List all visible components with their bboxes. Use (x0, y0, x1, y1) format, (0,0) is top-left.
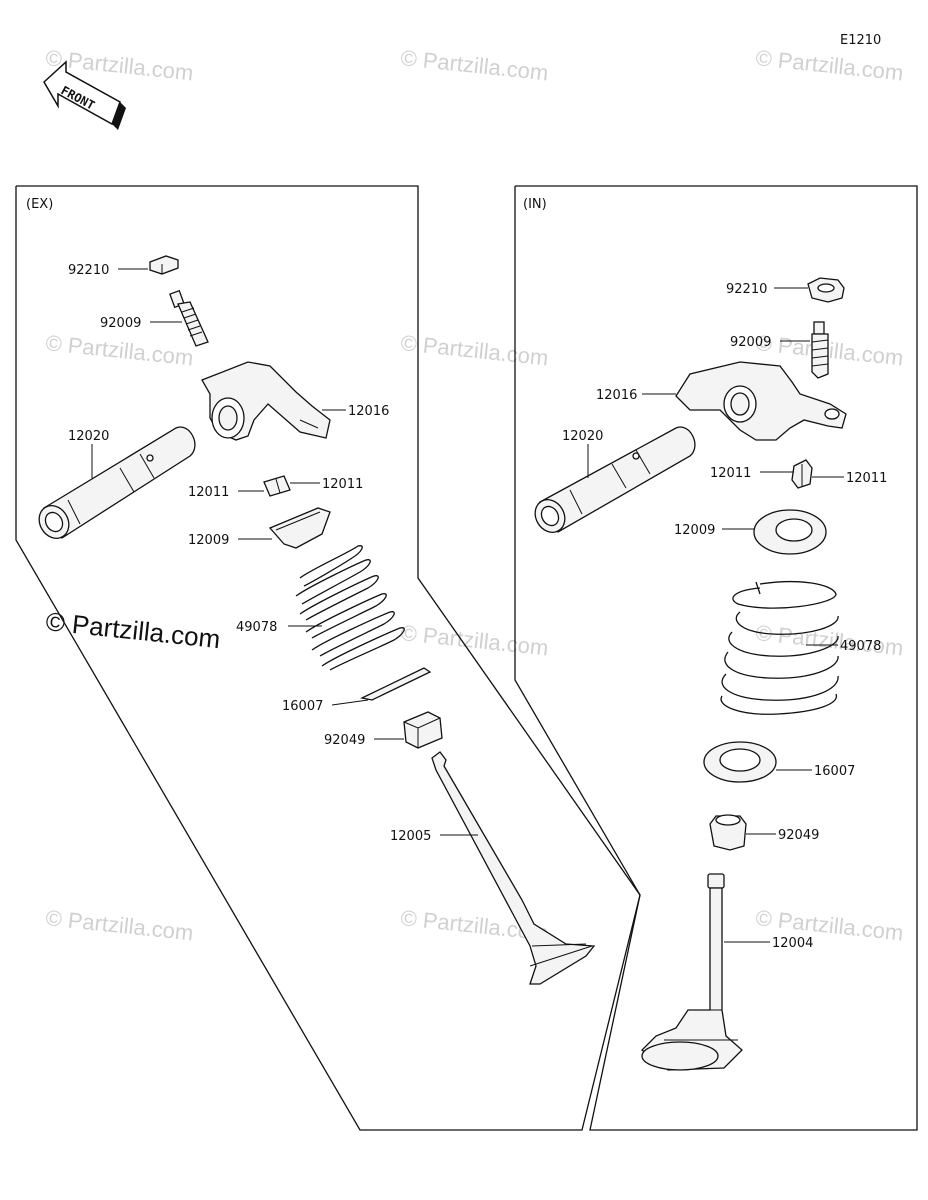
in-seat-label: 16007 (814, 764, 855, 779)
in-shaft-label: 12020 (562, 429, 603, 444)
in-spring-part (720, 580, 839, 715)
ex-nut-part (149, 255, 179, 275)
ex-seal-label: 92049 (324, 733, 365, 748)
ex-cotter-part (263, 475, 291, 497)
diagram-code: E1210 (840, 33, 881, 48)
ex-valve-part (431, 751, 596, 985)
watermark: © Partzilla.com (44, 330, 194, 370)
in-retainer-part (753, 509, 827, 555)
in-screw-label: 92009 (730, 335, 771, 350)
ex-shaft-label: 12020 (68, 429, 109, 444)
ex-retainer-part (268, 507, 331, 549)
in-shaft-part (534, 426, 696, 533)
watermark: © Partzilla.com (754, 45, 904, 85)
ex-seat-label: 16007 (282, 699, 323, 714)
in-retainer-label: 12009 (674, 523, 715, 538)
ex-spring-label: 49078 (236, 620, 277, 635)
watermark: © Partzilla.com (399, 330, 549, 370)
ex-rocker-arm-label: 12016 (348, 404, 389, 419)
in-label: (IN) (523, 197, 547, 212)
watermark: © Partzilla.com (399, 620, 549, 660)
watermark-main: © Partzilla.com (44, 606, 221, 654)
ex-cotter-right-label: 12011 (322, 477, 363, 492)
in-cotter-left-label: 12011 (710, 466, 751, 481)
in-seal-part (709, 814, 747, 851)
ex-panel-border (15, 185, 641, 1131)
ex-seal-part (403, 711, 443, 749)
ex-label: (EX) (26, 197, 53, 212)
ex-shaft-part (38, 426, 196, 539)
in-valve-part (641, 873, 743, 1071)
in-nut-part (807, 277, 845, 303)
in-cotter-right-label: 12011 (846, 471, 887, 486)
ex-seat-part (359, 667, 432, 701)
ex-screw-label: 92009 (100, 316, 141, 331)
in-valve-label: 12004 (772, 936, 813, 951)
in-nut-label: 92210 (726, 282, 767, 297)
ex-rocker-arm-part (201, 361, 331, 441)
ex-spring-part (295, 545, 405, 671)
ex-cotter-left-label: 12011 (188, 485, 229, 500)
watermark: © Partzilla.com (399, 45, 549, 85)
ex-retainer-label: 12009 (188, 533, 229, 548)
in-cotter-part (791, 459, 813, 489)
ex-nut-label: 92210 (68, 263, 109, 278)
in-screw-part (811, 321, 829, 379)
ex-screw-part (169, 289, 209, 347)
in-rocker-arm-label: 12016 (596, 388, 637, 403)
in-spring-label: 49078 (840, 639, 881, 654)
ex-valve-label: 12005 (390, 829, 431, 844)
in-panel-border (514, 185, 918, 1131)
in-seat-part (703, 741, 777, 783)
watermark: © Partzilla.com (754, 330, 904, 370)
in-rocker-arm-part (675, 361, 847, 441)
watermark: © Partzilla.com (44, 905, 194, 945)
in-seal-label: 92049 (778, 828, 819, 843)
